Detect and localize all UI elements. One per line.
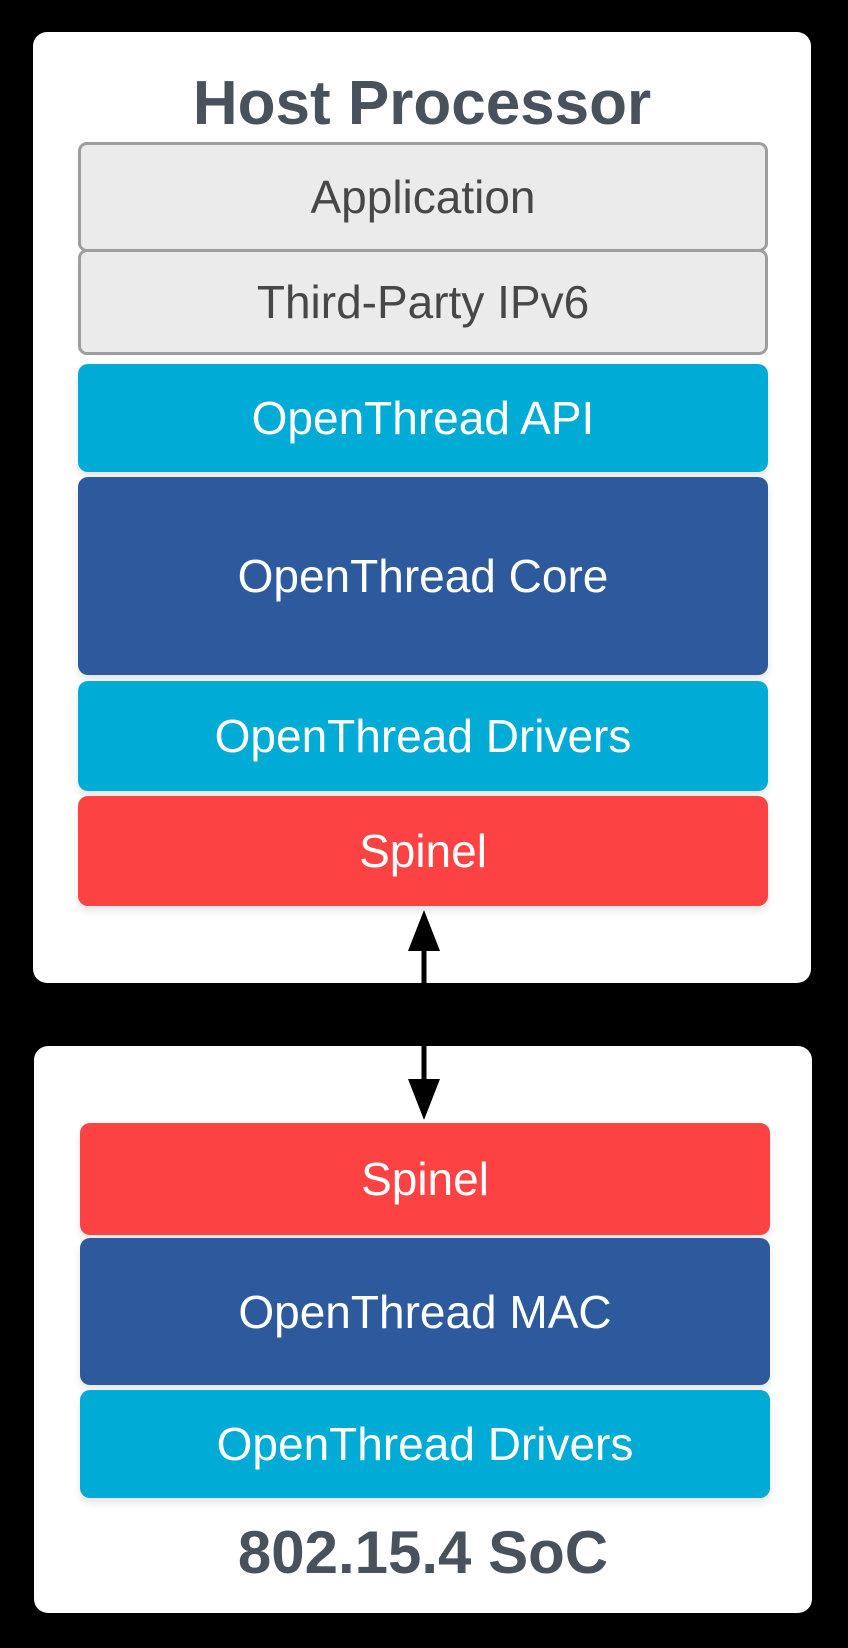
host-panel-title: Host Processor — [192, 69, 652, 138]
layer-openthread-mac-label: OpenThread MAC — [238, 1285, 612, 1338]
layer-third-party-ipv6: Third-Party IPv6 — [78, 249, 768, 355]
layer-openthread-core: OpenThread Core — [78, 477, 768, 675]
layer-spinel-soc-label: Spinel — [361, 1153, 489, 1205]
host-layer-stack: Application Third-Party IPv6 OpenThread … — [78, 142, 768, 906]
layer-openthread-mac: OpenThread MAC — [80, 1238, 770, 1385]
layer-openthread-drivers-soc-label: OpenThread Drivers — [216, 1418, 634, 1470]
layer-spinel-host-label: Spinel — [359, 825, 487, 877]
layer-openthread-drivers-host: OpenThread Drivers — [78, 681, 768, 791]
soc-panel-caption: 802.15.4 SoC — [237, 1519, 609, 1586]
layer-third-party-ipv6-label: Third-Party IPv6 — [256, 276, 590, 328]
layer-application: Application — [78, 142, 768, 252]
soc-layer-stack: Spinel OpenThread MAC OpenThread Drivers — [80, 1123, 770, 1498]
layer-openthread-drivers-host-label: OpenThread Drivers — [214, 710, 632, 762]
layer-spinel-soc: Spinel — [80, 1123, 770, 1235]
layer-openthread-api: OpenThread API — [78, 364, 768, 472]
layer-application-label: Application — [310, 171, 536, 223]
layer-spinel-host: Spinel — [78, 796, 768, 906]
host-processor-panel: Host Processor Application Third-Party I… — [33, 32, 811, 983]
layer-openthread-api-label: OpenThread API — [251, 392, 595, 444]
soc-panel: Spinel OpenThread MAC OpenThread Drivers… — [34, 1046, 812, 1613]
layer-openthread-core-label: OpenThread Core — [237, 550, 609, 602]
layer-openthread-drivers-soc: OpenThread Drivers — [80, 1390, 770, 1498]
